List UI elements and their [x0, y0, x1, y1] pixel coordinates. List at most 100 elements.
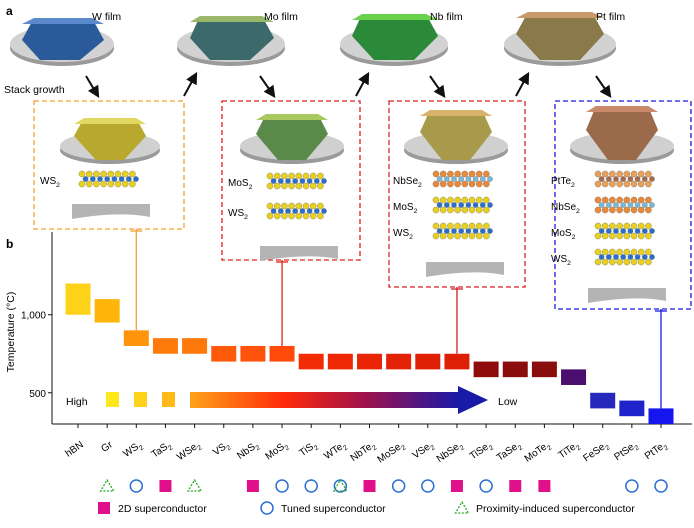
- atom: [487, 228, 493, 234]
- bar-mote: [531, 361, 557, 378]
- atom: [266, 212, 274, 220]
- atom: [309, 182, 317, 190]
- atom: [432, 222, 440, 230]
- square-marker: [509, 480, 522, 492]
- atom: [118, 176, 125, 182]
- atom: [461, 196, 469, 204]
- panel-label-b: b: [6, 237, 13, 251]
- atom: [299, 178, 306, 184]
- x-tick-label: MoS2: [264, 439, 292, 464]
- atom: [317, 172, 324, 180]
- circle-marker: [625, 479, 639, 493]
- atom: [121, 180, 129, 188]
- atom: [627, 202, 634, 208]
- atom: [285, 208, 291, 214]
- atom: [447, 170, 454, 178]
- atom: [432, 232, 440, 240]
- film-mo: [177, 16, 285, 66]
- triangle-marker: [332, 478, 348, 492]
- atom: [465, 176, 472, 182]
- atom: [616, 232, 623, 240]
- x-tick-label: WSe2: [175, 439, 203, 464]
- atom: [281, 172, 288, 180]
- arrow-up-2: [355, 71, 370, 97]
- x-tick-label: TiS2: [298, 439, 321, 460]
- circle-marker: [275, 479, 289, 493]
- atom: [309, 202, 317, 210]
- atom: [480, 228, 486, 234]
- atom: [613, 202, 619, 208]
- atom: [281, 182, 288, 190]
- atom: [97, 176, 103, 182]
- atom: [78, 180, 86, 188]
- atom: [468, 180, 476, 188]
- atom: [649, 202, 655, 208]
- gradient-label-high: High: [66, 396, 88, 408]
- atom: [444, 176, 450, 182]
- square-marker: [538, 480, 551, 492]
- film-w: [10, 18, 114, 66]
- atom: [458, 176, 464, 182]
- circle-marker: [391, 479, 406, 493]
- atom: [637, 206, 645, 214]
- atom: [609, 170, 616, 178]
- atom: [642, 228, 648, 234]
- atom: [472, 202, 479, 208]
- layer-label: WS2: [40, 176, 60, 189]
- atom: [645, 196, 652, 204]
- atom: [302, 202, 310, 210]
- atom: [111, 176, 118, 182]
- atom: [630, 232, 638, 240]
- bar-nbte: [357, 353, 382, 370]
- box-film-nbse2: [404, 110, 508, 164]
- legend-circle-marker: [260, 501, 274, 515]
- atom: [609, 258, 616, 266]
- film-label-mo: Mo film: [264, 11, 298, 23]
- atom: [630, 170, 638, 178]
- bar-gr: [94, 299, 120, 323]
- x-tick-label: MoTe2: [523, 439, 554, 466]
- atom: [432, 196, 440, 204]
- layer-label: PtTe2: [551, 176, 575, 189]
- atom: [645, 258, 652, 266]
- box-film-ws2: [60, 118, 160, 164]
- atom: [645, 170, 652, 178]
- atom: [620, 202, 626, 208]
- x-tick-label: TaS2: [150, 439, 175, 462]
- film-pt: [504, 12, 616, 66]
- layer-label: MoS2: [393, 202, 418, 215]
- atom: [288, 212, 295, 220]
- atom: [637, 248, 645, 256]
- gradient-swatch-2: [134, 392, 147, 407]
- atom: [616, 180, 623, 188]
- atom: [292, 178, 298, 184]
- atom: [295, 182, 303, 190]
- bar-nbse: [444, 353, 470, 370]
- atom: [475, 206, 483, 214]
- atom: [439, 170, 447, 178]
- panel-label-a: a: [6, 4, 13, 18]
- atom: [616, 206, 623, 214]
- arrow-up-1: [183, 71, 198, 97]
- square-marker: [159, 480, 172, 492]
- atom: [468, 206, 476, 214]
- atom: [634, 202, 641, 208]
- atom: [642, 176, 648, 182]
- atom: [432, 180, 440, 188]
- atom: [480, 176, 486, 182]
- atom: [309, 172, 317, 180]
- atom: [454, 196, 461, 204]
- atom: [439, 206, 447, 214]
- layer-label: MoS2: [551, 228, 576, 241]
- x-tick-label: PtTe2: [643, 439, 670, 463]
- square-marker: [450, 480, 463, 492]
- growth-arrows: [85, 71, 612, 99]
- substrate: [260, 246, 338, 261]
- bar-ptse: [619, 400, 645, 417]
- x-tick-label: VSe2: [411, 439, 437, 463]
- atom: [295, 202, 303, 210]
- atom: [609, 222, 616, 230]
- circle-marker: [421, 479, 435, 493]
